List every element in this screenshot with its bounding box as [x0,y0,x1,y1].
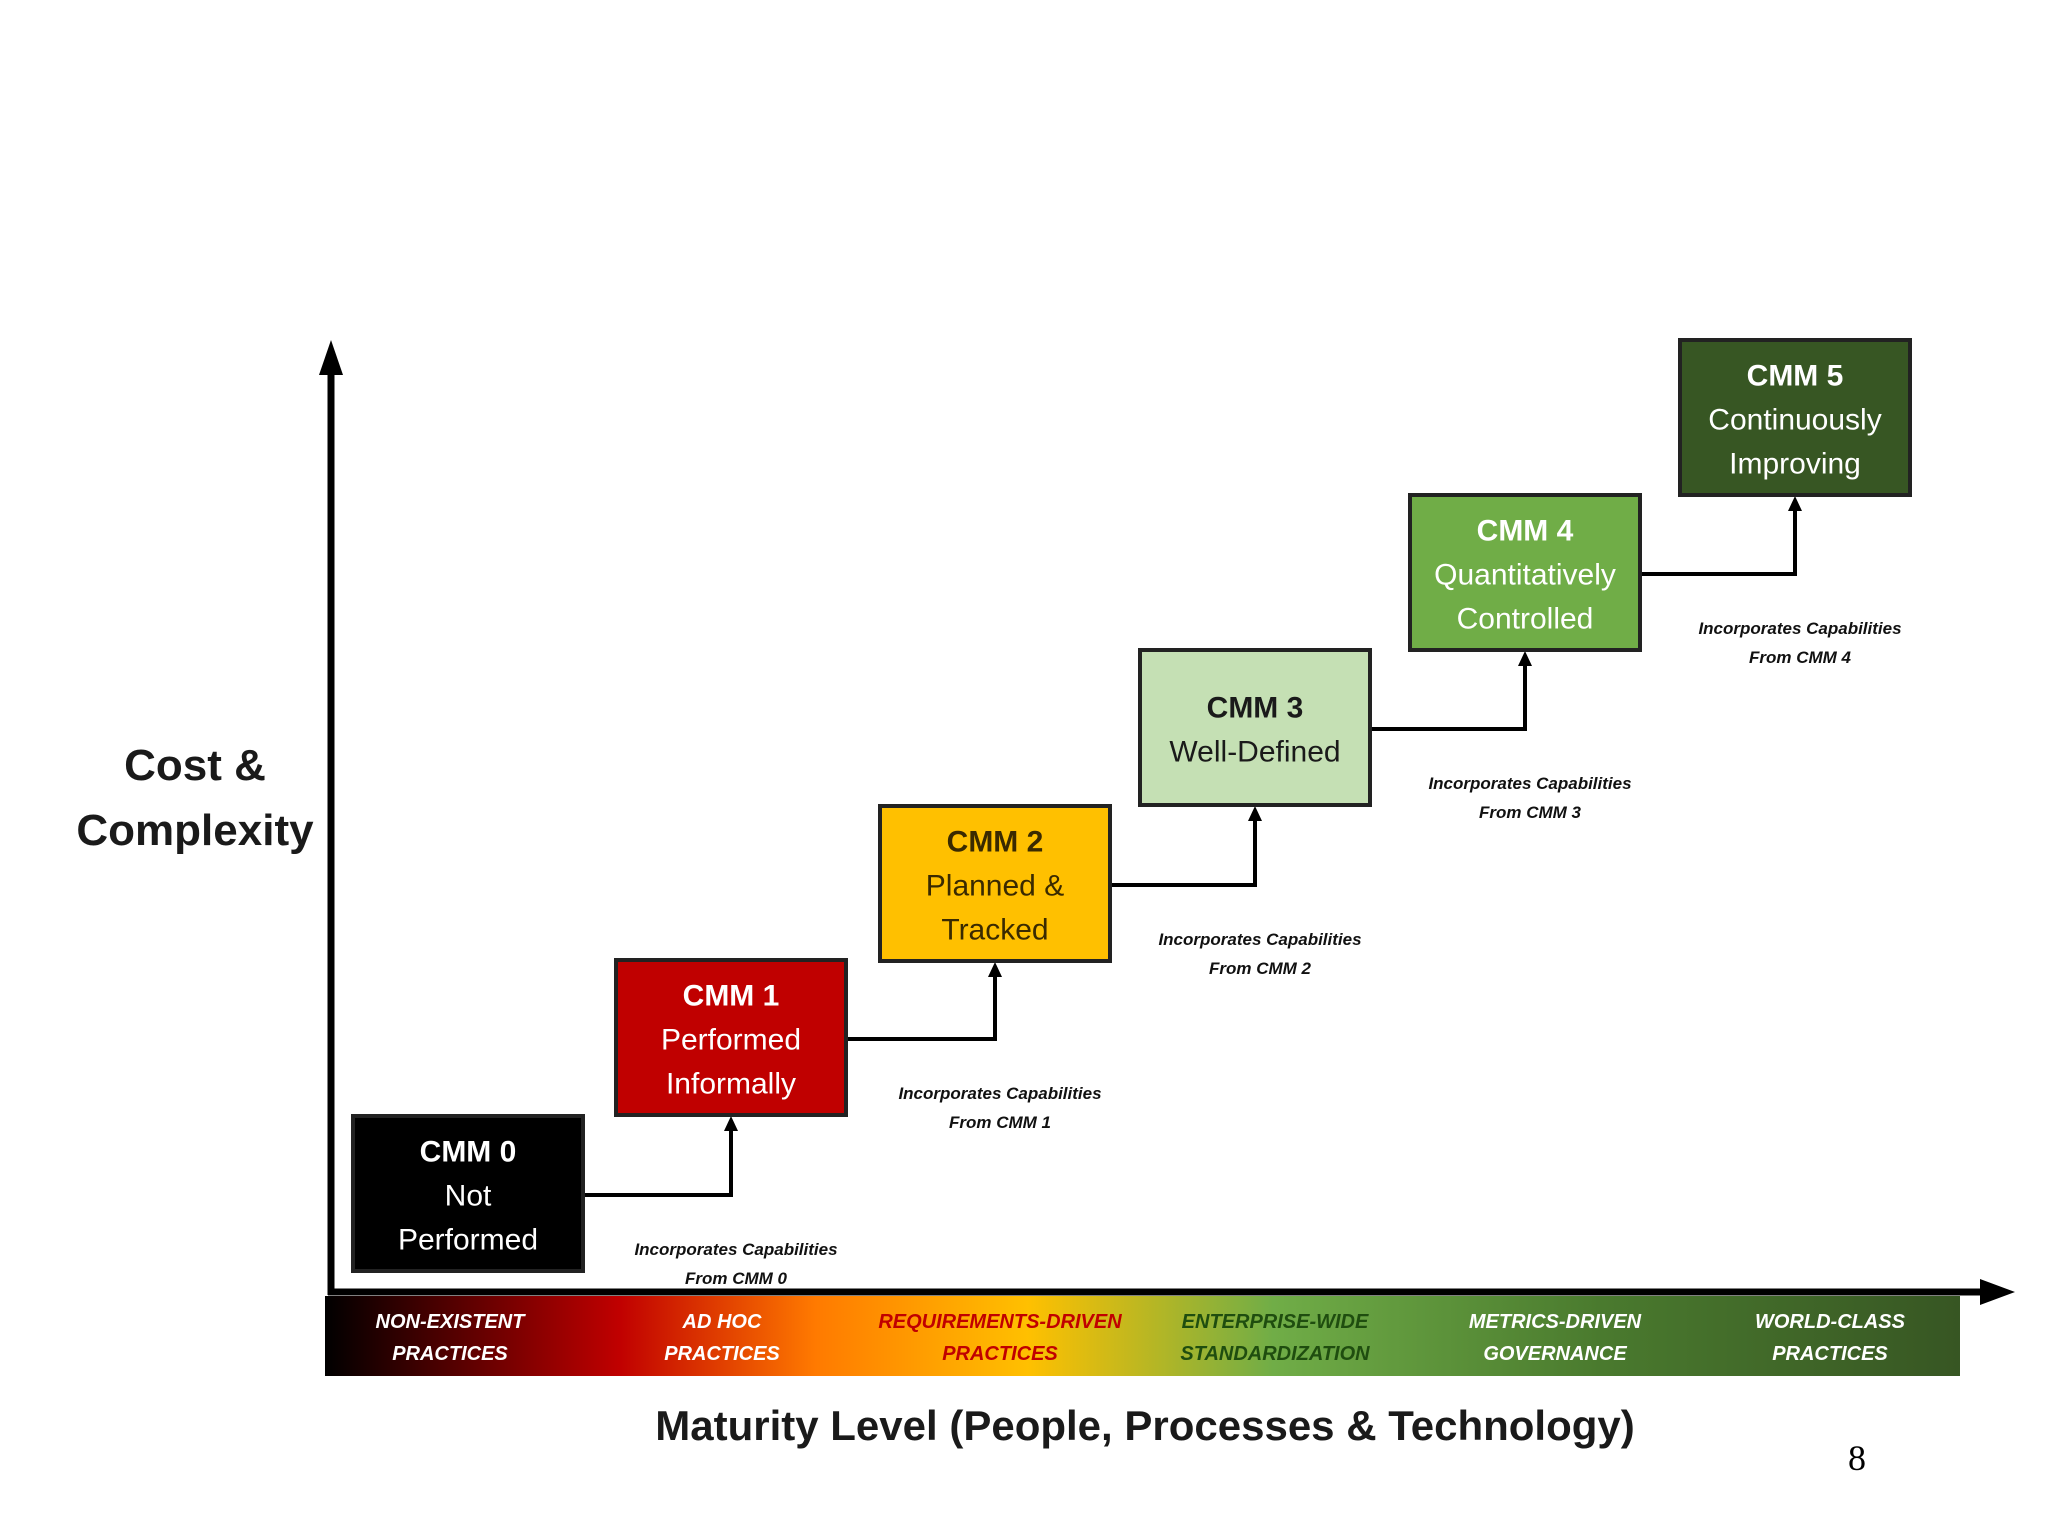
stage-box-fill [614,958,848,1117]
connector-label-line2: From CMM 4 [1749,648,1852,667]
stage-box-fill [878,804,1112,963]
x-axis-label: Maturity Level (People, Processes & Tech… [655,1402,1635,1449]
stage-title: CMM 1 [683,980,780,1013]
y-axis-label-line2: Complexity [76,806,314,855]
arrow-head-icon [1788,496,1802,511]
y-axis-label-line1: Cost & [124,741,266,790]
connector-label-line1: Incorporates Capabilities [634,1240,837,1259]
connector-arrow [583,1127,733,1198]
stage-title: CMM 3 [1207,692,1304,725]
stage-title: CMM 5 [1747,360,1844,393]
stage-description: Not [445,1180,492,1213]
x-axis-arrow-icon [1980,1279,2015,1305]
arrow-head-icon [1248,806,1262,821]
band-label-line2: GOVERNANCE [1483,1343,1627,1365]
stage-description: Planned & [926,870,1064,903]
band-label-line1: AD HOC [682,1311,762,1333]
band-label-line1: REQUIREMENTS-DRIVEN [878,1311,1122,1333]
band-label-line1: METRICS-DRIVEN [1469,1311,1642,1333]
stage-description: Performed [661,1024,801,1057]
stage-description: Improving [1729,448,1861,481]
stage-title: CMM 0 [420,1136,517,1169]
stage-description: Informally [666,1068,796,1101]
stage-description: Quantitatively [1434,559,1616,592]
band-label-line1: WORLD-CLASS [1755,1311,1906,1333]
stage-title: CMM 2 [947,826,1044,859]
stage-box-fill [351,1114,585,1273]
stage-description: Continuously [1708,404,1881,437]
connector-arrow [1110,817,1257,888]
band-label-line2: STANDARDIZATION [1180,1343,1370,1365]
connector-label-line1: Incorporates Capabilities [1158,930,1361,949]
y-axis-arrow-icon [319,340,343,375]
stage-box-fill [1138,648,1372,807]
connector-group [583,496,1802,1198]
stage-description: Well-Defined [1169,736,1340,769]
band-label-line2: PRACTICES [1772,1343,1888,1365]
connector-label-line2: From CMM 2 [1209,959,1312,978]
stage-description: Tracked [941,914,1048,947]
band-label-group: NON-EXISTENT PRACTICES AD HOC PRACTICES REQU… [376,1311,1906,1365]
stage-description: Controlled [1457,603,1594,636]
stage-title: CMM 4 [1477,515,1574,548]
stage-box-fill [1678,338,1912,497]
arrow-head-icon [1518,651,1532,666]
band-label-line1: ENTERPRISE-WIDE [1182,1311,1369,1333]
connector-label-line1: Incorporates Capabilities [898,1084,1101,1103]
band-label-line2: PRACTICES [392,1343,508,1365]
page-number: 8 [1848,1438,1866,1478]
band-label-line1: NON-EXISTENT [376,1311,527,1333]
connector-label-line2: From CMM 1 [949,1113,1051,1132]
connector-label-line1: Incorporates Capabilities [1428,774,1631,793]
connector-label-line2: From CMM 0 [685,1269,788,1288]
connector-label-line1: Incorporates Capabilities [1698,619,1901,638]
arrow-head-icon [988,962,1002,977]
connector-arrow [1370,662,1527,732]
band-label-line2: PRACTICES [664,1343,780,1365]
stage-box: CMM 3 Well-Defined [1138,648,1372,807]
connector-arrow [1640,507,1797,577]
connector-arrow [846,973,997,1042]
connector-label-line2: From CMM 3 [1479,803,1582,822]
band-label-line2: PRACTICES [942,1343,1058,1365]
arrow-head-icon [724,1116,738,1131]
stage-box: CMM 2 Planned & Tracked [878,804,1112,963]
stage-box-fill [1408,493,1642,652]
stage-description: Performed [398,1224,538,1257]
maturity-band [325,1296,1960,1376]
